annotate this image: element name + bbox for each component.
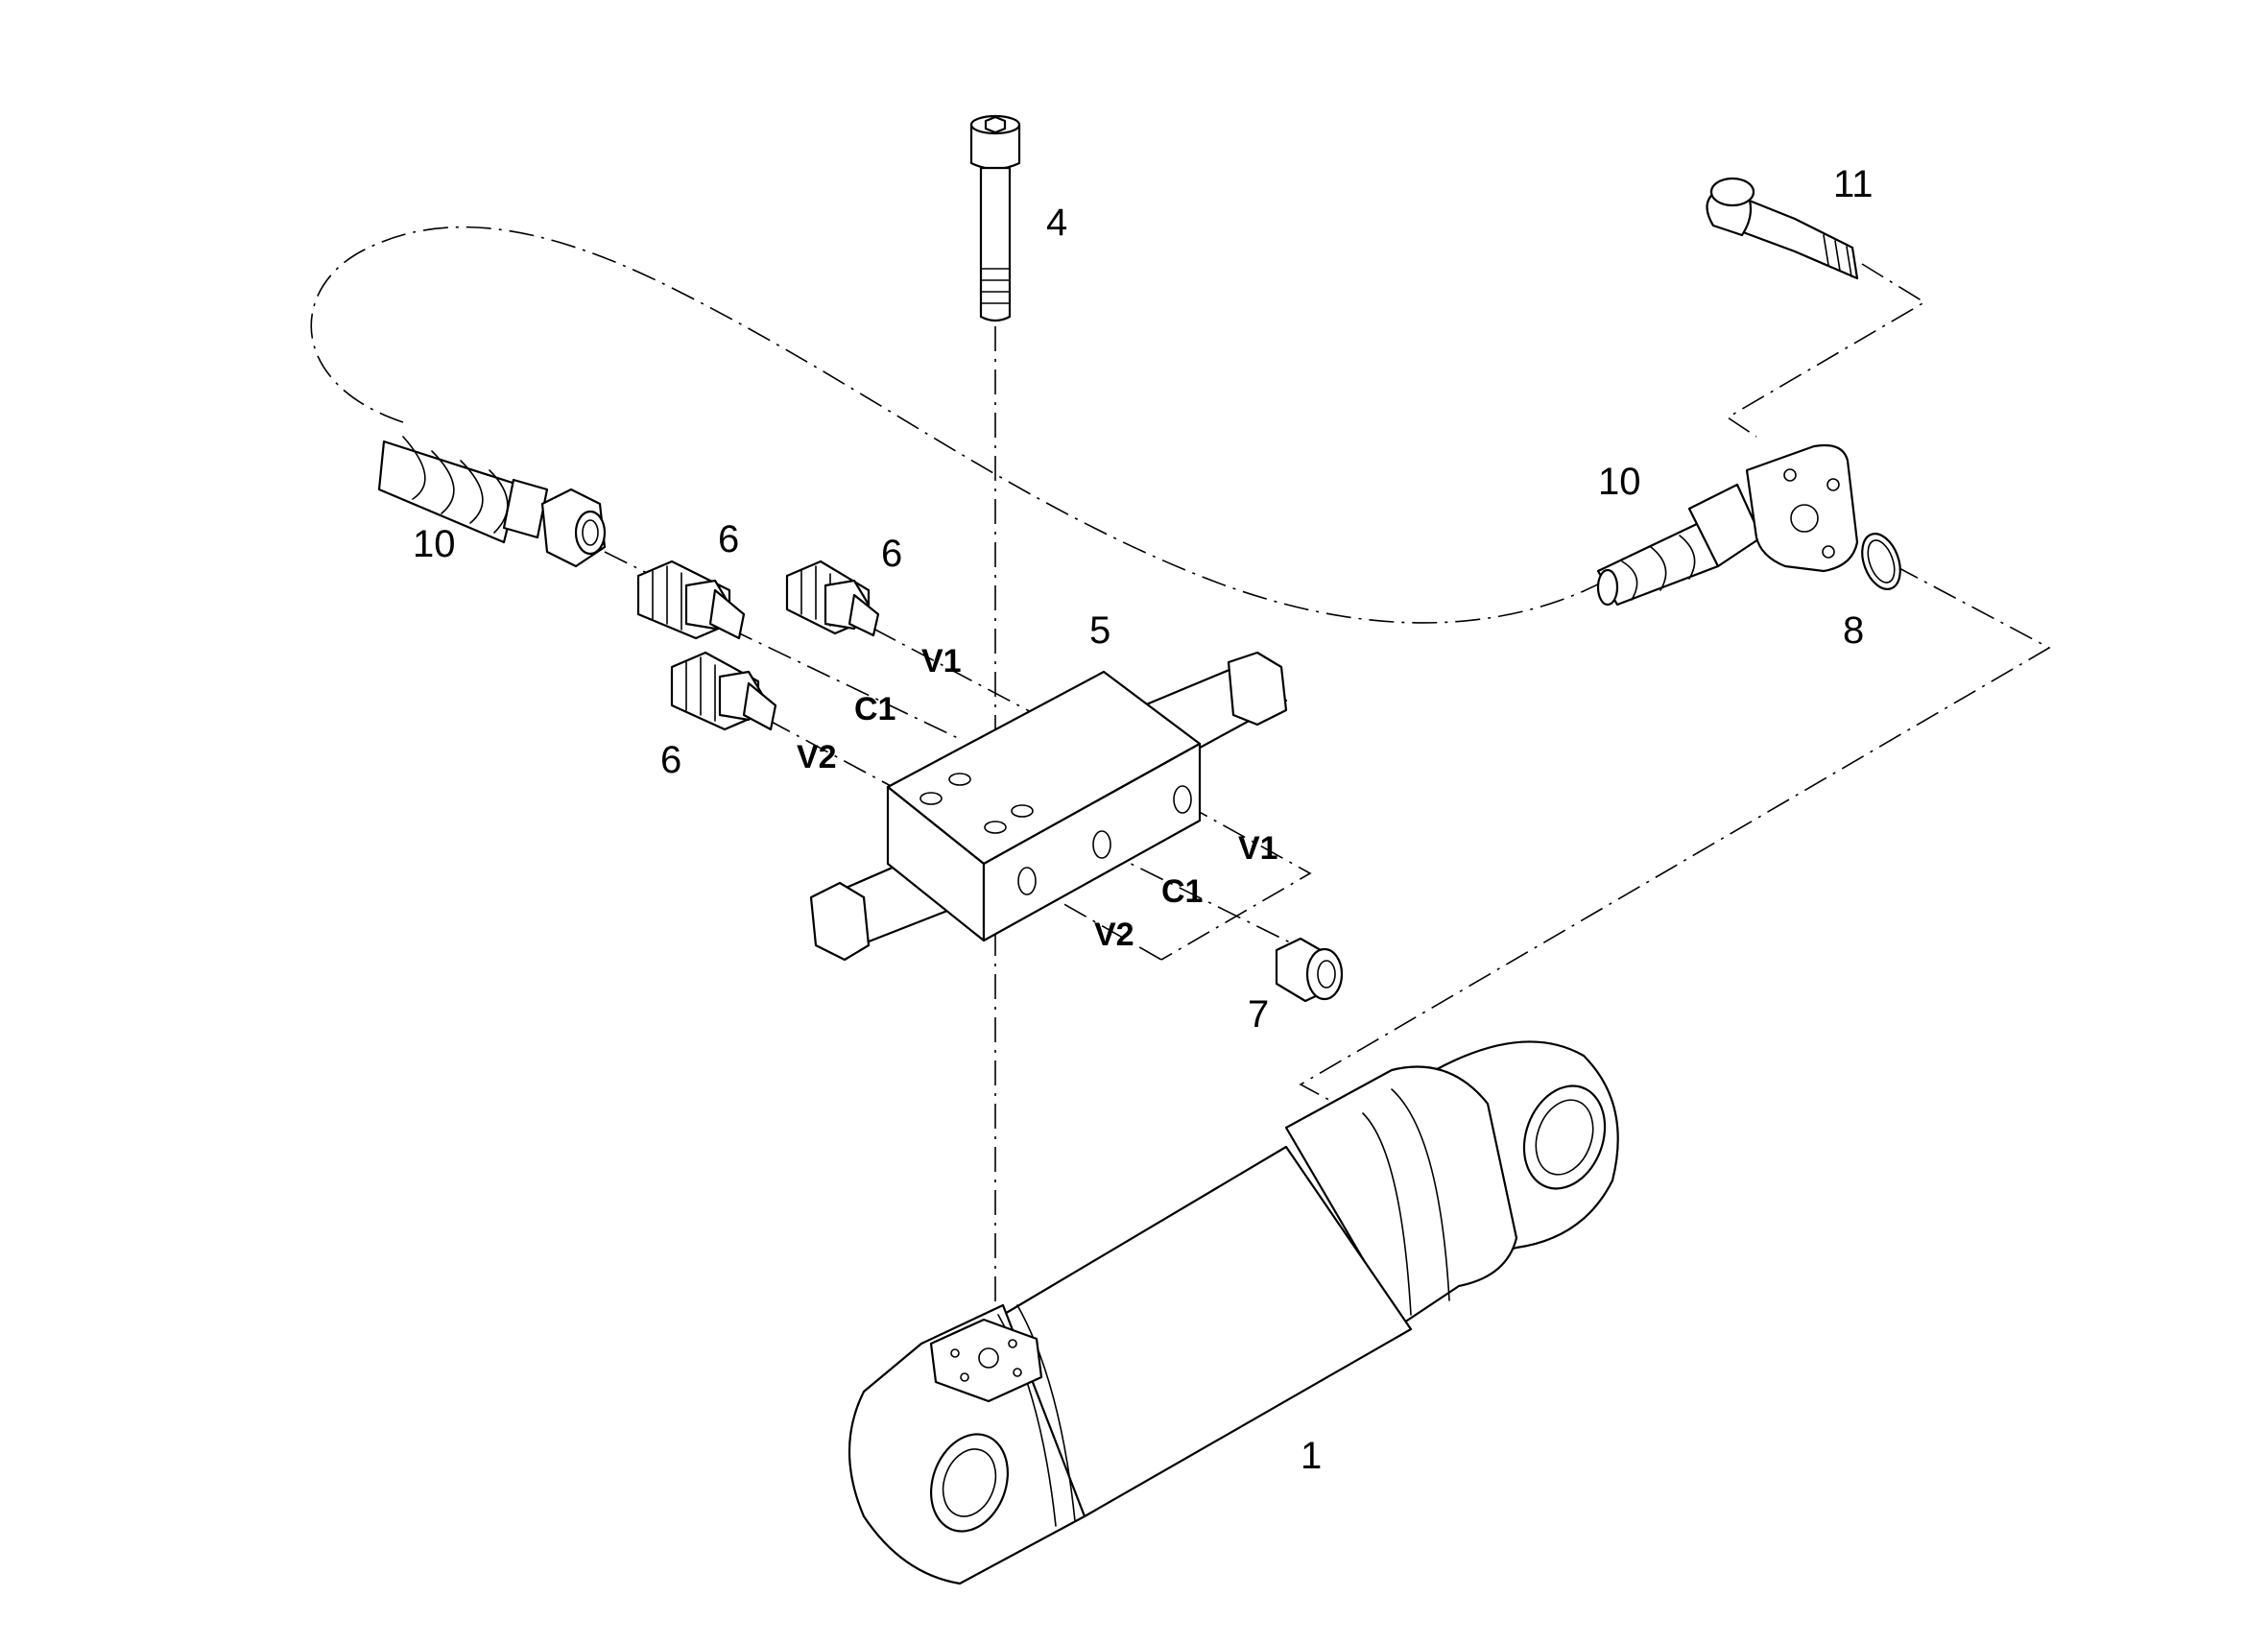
callout-labels: 1 4 5 6 6 6 7 8 10 10 11	[413, 163, 1874, 1477]
port-label-v2-side: V2	[1094, 917, 1134, 953]
callout-6-b: 6	[881, 533, 902, 575]
side-v2-line	[1026, 882, 1162, 961]
callout-10-right: 10	[1598, 461, 1641, 503]
oring-to-cylinder-line	[1299, 565, 2051, 1119]
fitting-v2-line	[767, 719, 894, 788]
hose-end-right-10	[1596, 443, 1859, 607]
fitting-v1-line	[872, 628, 1038, 716]
callout-11: 11	[1833, 163, 1874, 205]
callout-10-left: 10	[413, 523, 456, 565]
o-ring-8	[1861, 533, 1901, 590]
port-label-v1-top: V1	[921, 643, 962, 679]
port-label-c1-top: C1	[854, 691, 895, 727]
fitting-6-a	[636, 560, 746, 640]
callout-5: 5	[1089, 609, 1110, 652]
callout-6-a: 6	[718, 518, 739, 560]
side-c1-line	[1101, 848, 1297, 946]
plug-7	[1275, 937, 1344, 1003]
side-v1-line	[1160, 803, 1312, 961]
fitting-6-c	[670, 651, 777, 731]
valve-block-5	[809, 651, 1288, 962]
hose-end-left-10	[377, 436, 607, 568]
port-labels: V1 C1 V2 V1 C1 V2	[797, 643, 1278, 953]
hose-path-line	[310, 226, 1623, 624]
callout-8: 8	[1843, 609, 1864, 652]
bolt-4	[969, 114, 1021, 322]
callout-1: 1	[1301, 1435, 1322, 1477]
flange-bolt-11	[1706, 177, 1859, 280]
callout-6-c: 6	[660, 739, 681, 781]
flange-bolt-line	[1726, 263, 1926, 438]
hydraulic-cylinder-1	[848, 1040, 1619, 1585]
port-label-v1-side: V1	[1238, 830, 1278, 867]
port-label-v2-top: V2	[797, 739, 837, 775]
fitting-6-b	[785, 560, 880, 637]
callout-7: 7	[1248, 993, 1269, 1036]
port-label-c1-side: C1	[1161, 873, 1203, 910]
callout-4: 4	[1046, 202, 1067, 244]
